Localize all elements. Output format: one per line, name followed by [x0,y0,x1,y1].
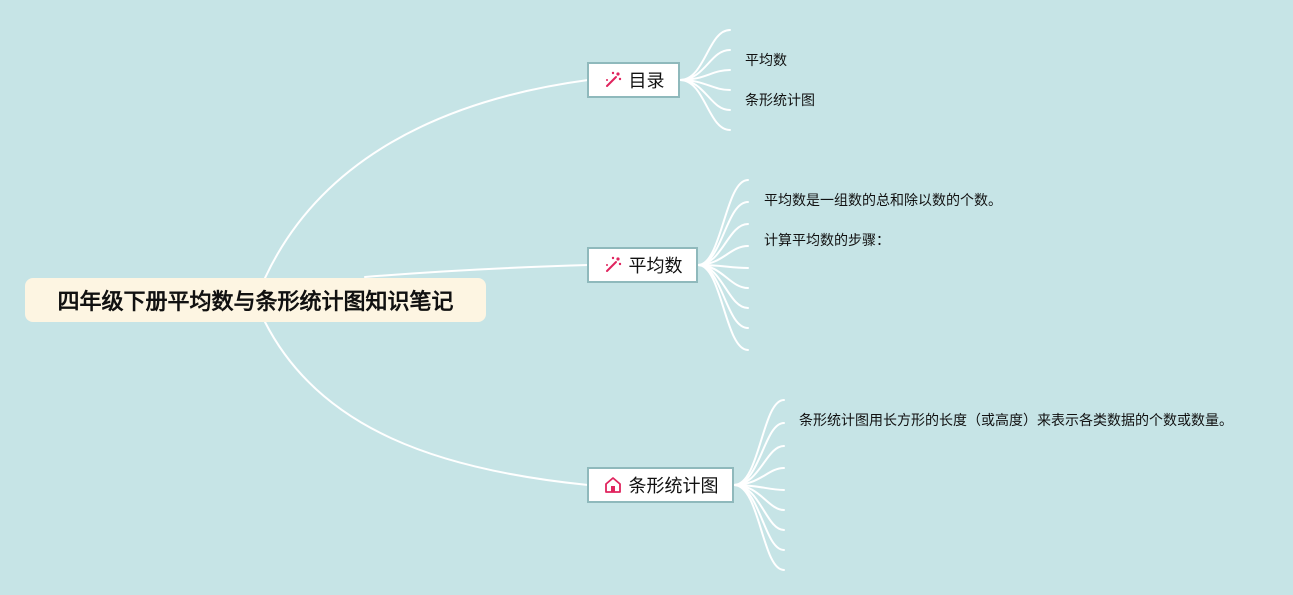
house-icon [603,475,623,495]
magic-wand-icon [603,255,623,275]
connector-root-to-mulu [264,79,589,279]
leaf-pingjunshu-steps[interactable]: 计算平均数的步骤： [764,233,890,249]
leaf-mulu-pingjunshu[interactable]: 平均数 [745,53,787,69]
connector-pingjunshu-fan [697,179,749,266]
topic-mulu[interactable]: 目录 [587,62,680,98]
topic-pingjunshu-label: 平均数 [628,256,683,277]
topic-tiaoxing-label: 条形统计图 [628,476,719,497]
connector-root-to-pingjunshu [364,264,589,278]
leaf-pingjunshu-definition[interactable]: 平均数是一组数的总和除以数的个数。 [764,193,1002,209]
topic-tiaoxing[interactable]: 条形统计图 [587,467,734,503]
connector-mulu-fan [679,29,731,81]
leaf-mulu-tiaoxing[interactable]: 条形统计图 [745,93,815,109]
root-topic[interactable]: 四年级下册平均数与条形统计图知识笔记 [25,278,486,322]
leaf-tiaoxing-definition[interactable]: 条形统计图用长方形的长度（或高度）来表示各类数据的个数或数量。 [799,413,1233,429]
magic-wand-icon [603,70,623,90]
root-topic-title: 四年级下册平均数与条形统计图知识笔记 [57,290,454,315]
connector-root-to-tiaoxing [264,321,589,486]
topic-pingjunshu[interactable]: 平均数 [587,247,698,283]
topic-mulu-label: 目录 [628,71,665,92]
connector-tiaoxing-fan [733,399,785,486]
